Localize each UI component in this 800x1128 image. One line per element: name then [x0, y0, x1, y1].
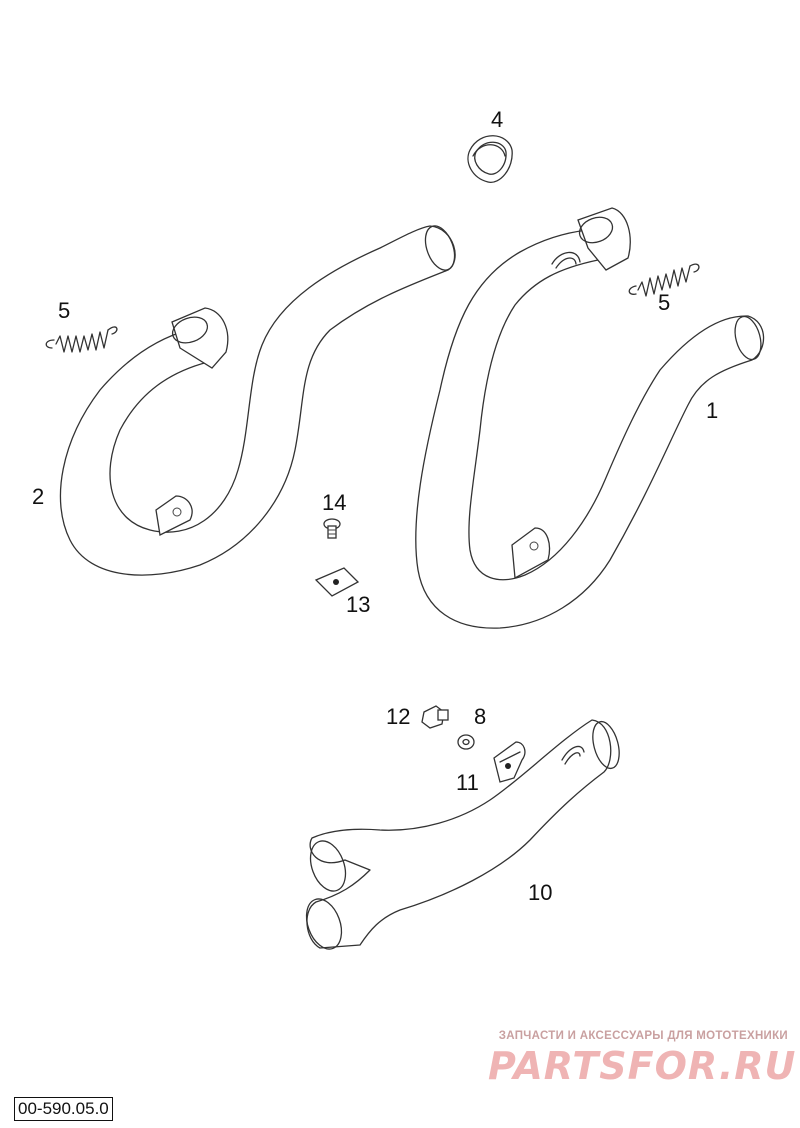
callout-5-right: 5: [658, 290, 670, 315]
bolt-12: [421, 705, 449, 729]
watermark-tagline: ЗАПЧАСТИ И АКСЕССУАРЫ ДЛЯ МОТОТЕХНИКИ: [498, 1030, 788, 1042]
callout-8: 8: [474, 704, 486, 729]
gasket-4: [467, 135, 513, 183]
header-pipe-2: [59, 225, 456, 576]
callout-2: 2: [32, 484, 44, 509]
screw-14: [323, 518, 341, 539]
callout-12: 12: [386, 704, 410, 729]
header-pipe-1: [415, 207, 765, 629]
callout-1: 1: [706, 398, 718, 423]
spring-5-left: [45, 326, 118, 353]
drawing-id: 00-590.05.0: [14, 1097, 113, 1121]
callout-5-left: 5: [58, 298, 70, 323]
clip-nut-13: [314, 567, 360, 597]
callout-13: 13: [346, 592, 370, 617]
callout-14: 14: [322, 490, 346, 515]
callout-10: 10: [528, 880, 552, 905]
y-pipe-10: [305, 719, 620, 950]
callout-4: 4: [491, 107, 503, 132]
watermark-logo: PARTSFOR.RU: [488, 1044, 797, 1088]
spring-clip-11: [493, 741, 526, 783]
washer-8: [457, 734, 475, 750]
spring-5-right: [628, 263, 700, 297]
callout-11: 11: [456, 770, 479, 795]
